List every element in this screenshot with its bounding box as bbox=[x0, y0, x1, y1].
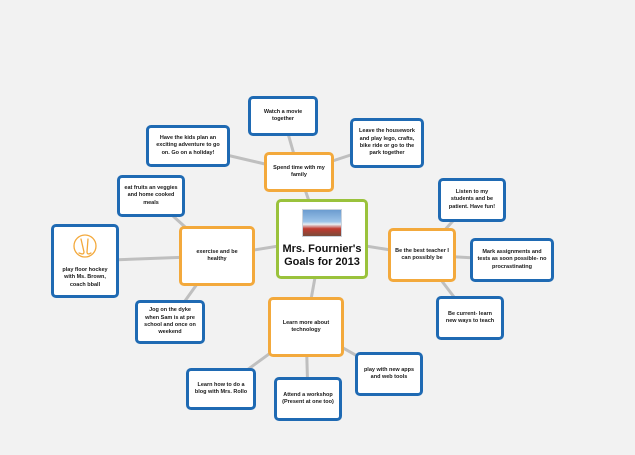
branch-healthy[interactable]: exercise and be healthy bbox=[179, 226, 255, 286]
leaf-listen-text: Listen to my students and be patient. Ha… bbox=[448, 188, 496, 210]
hockey-icon bbox=[73, 234, 97, 258]
leaf-apps-text: play with new apps and web tools bbox=[363, 366, 415, 380]
leaf-workshop-text: Attend a workshop (Present at one too) bbox=[282, 391, 334, 405]
branch-teacher-label: Be the best teacher I can possibly be bbox=[395, 247, 449, 261]
leaf-fruits-text: eat fruits an veggies and home cooked me… bbox=[124, 184, 178, 206]
leaf-hockey-text: play floor hockey with Ms. Brown, coach … bbox=[62, 266, 108, 288]
leaf-blog-text: Learn how to do a blog with Mrs. Rollo bbox=[194, 381, 248, 395]
leaf-listen[interactable]: Listen to my students and be patient. Ha… bbox=[438, 178, 506, 222]
leaf-jog-text: Jog on the dyke when Sam is at pre schoo… bbox=[144, 307, 196, 336]
leaf-housework[interactable]: Leave the housework and play lego, craft… bbox=[350, 118, 424, 168]
leaf-holiday[interactable]: Have the kids plan an exciting adventure… bbox=[146, 125, 230, 167]
branch-teacher[interactable]: Be the best teacher I can possibly be bbox=[388, 228, 456, 282]
leaf-jog[interactable]: Jog on the dyke when Sam is at pre schoo… bbox=[135, 300, 205, 344]
leaf-workshop[interactable]: Attend a workshop (Present at one too) bbox=[274, 377, 342, 421]
leaf-apps[interactable]: play with new apps and web tools bbox=[355, 352, 423, 396]
leaf-blog[interactable]: Learn how to do a blog with Mrs. Rollo bbox=[186, 368, 256, 410]
branch-healthy-label: exercise and be healthy bbox=[196, 248, 238, 262]
leaf-movie[interactable]: Watch a movie together bbox=[248, 96, 318, 136]
leaf-housework-text: Leave the housework and play lego, craft… bbox=[359, 128, 415, 157]
branch-family[interactable]: Spend time with my family bbox=[264, 152, 334, 192]
leaf-hockey[interactable]: play floor hockey with Ms. Brown, coach … bbox=[51, 224, 119, 298]
leaf-current-text: Be current- learn new ways to teach bbox=[445, 310, 495, 324]
leaf-current[interactable]: Be current- learn new ways to teach bbox=[436, 296, 504, 340]
leaf-marks-text: Mark assignments and tests as soon possi… bbox=[477, 248, 547, 270]
branch-technology[interactable]: Learn more about technology bbox=[268, 297, 344, 357]
leaf-marks[interactable]: Mark assignments and tests as soon possi… bbox=[470, 238, 554, 282]
branch-family-label: Spend time with my family bbox=[273, 164, 325, 178]
branch-technology-label: Learn more about technology bbox=[282, 319, 330, 333]
center-title: Mrs. Fournier's Goals for 2013 bbox=[282, 242, 362, 268]
leaf-holiday-text: Have the kids plan an exciting adventure… bbox=[156, 134, 220, 156]
center-node[interactable]: Mrs. Fournier's Goals for 2013 bbox=[276, 199, 368, 279]
leaf-movie-text: Watch a movie together bbox=[263, 108, 303, 122]
leaf-fruits[interactable]: eat fruits an veggies and home cooked me… bbox=[117, 175, 185, 217]
family-photo bbox=[302, 208, 342, 237]
